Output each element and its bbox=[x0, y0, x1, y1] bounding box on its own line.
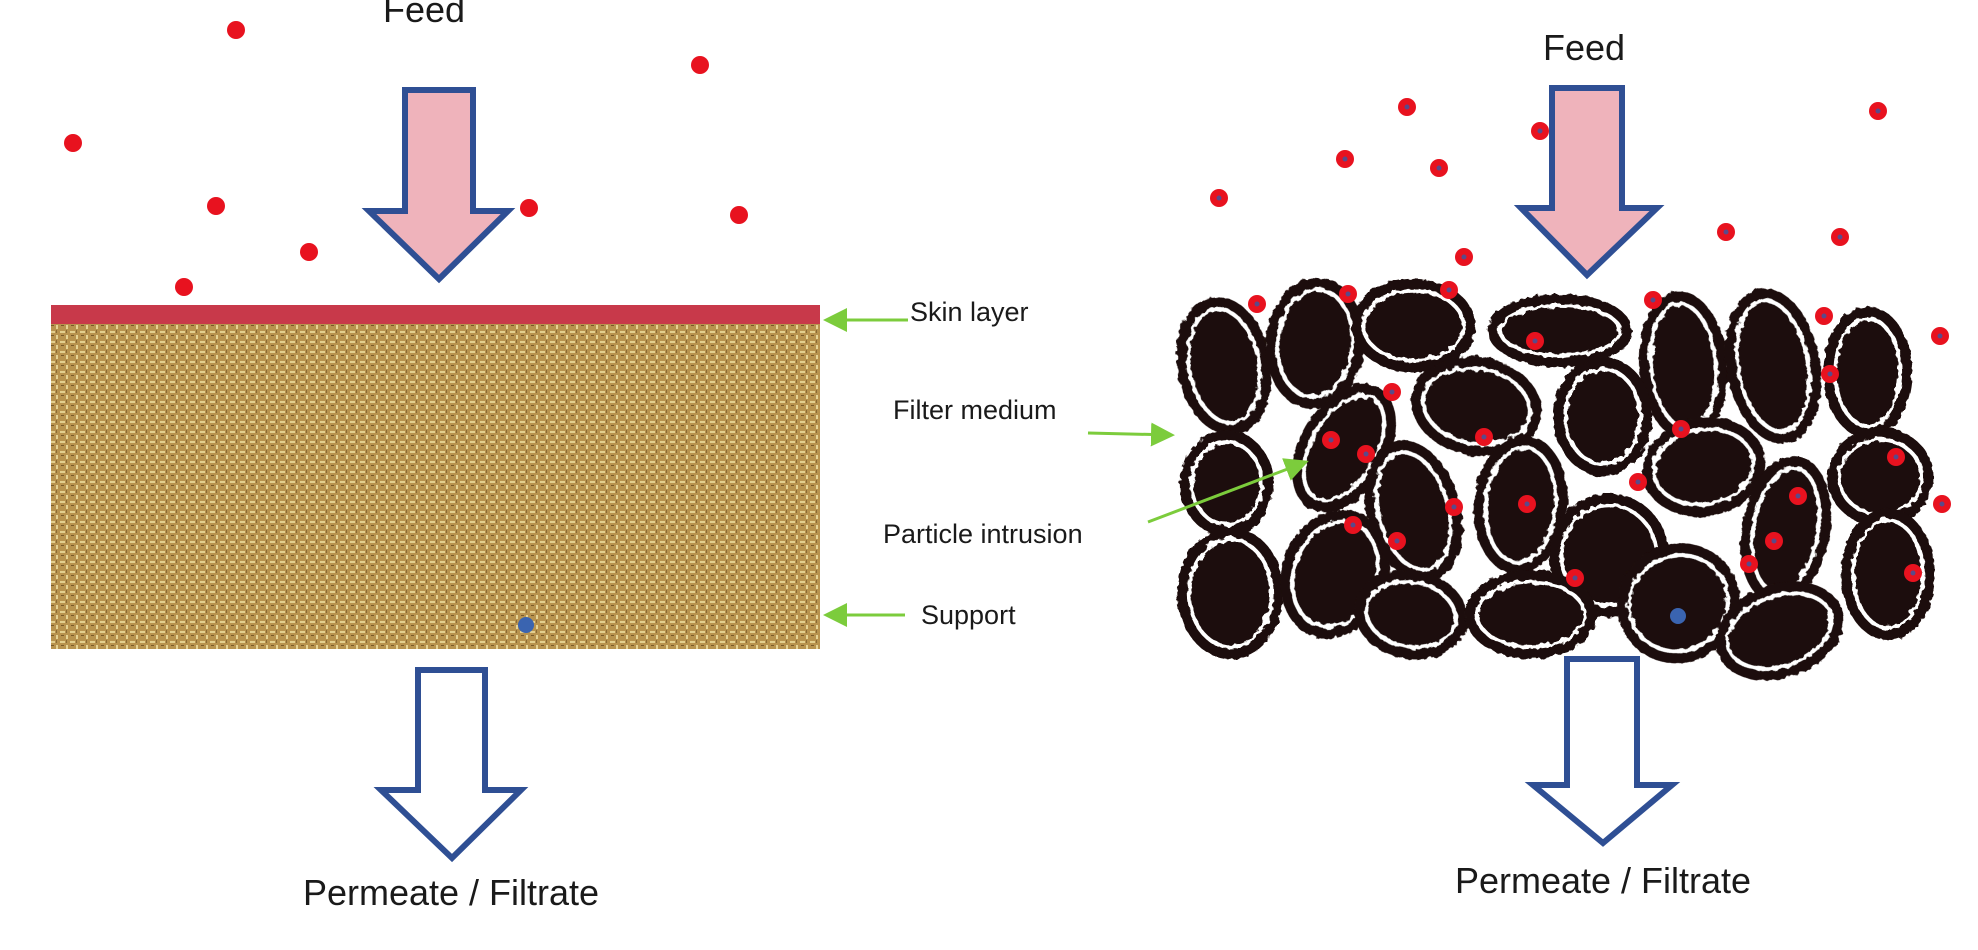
particle-core bbox=[1451, 504, 1457, 510]
particle-core bbox=[1572, 575, 1578, 581]
grain bbox=[1638, 291, 1729, 441]
particle-core bbox=[1350, 522, 1356, 528]
particle-core bbox=[1746, 561, 1752, 567]
particle-core bbox=[1821, 313, 1827, 319]
right-particles bbox=[1210, 98, 1951, 624]
grain bbox=[1354, 569, 1468, 660]
particle-core bbox=[1436, 165, 1442, 171]
particle-core bbox=[1404, 104, 1410, 110]
filter-medium-grains bbox=[1176, 277, 1935, 681]
right-feed-label: Feed bbox=[1543, 27, 1625, 68]
support-label: Support bbox=[921, 600, 1016, 630]
particle-core bbox=[1650, 297, 1656, 303]
right-feed-arrow-icon bbox=[1513, 85, 1665, 280]
left-permeate-label: Permeate / Filtrate bbox=[303, 872, 599, 913]
particle-core bbox=[1481, 434, 1487, 440]
grain bbox=[1823, 306, 1913, 439]
particle-core bbox=[1328, 437, 1334, 443]
particle-core bbox=[1446, 287, 1452, 293]
grain bbox=[1642, 417, 1766, 517]
grain bbox=[1827, 427, 1934, 527]
particle-core bbox=[1532, 338, 1538, 344]
particle bbox=[520, 199, 538, 217]
grain bbox=[1724, 288, 1822, 444]
filter-medium-label: Filter medium bbox=[893, 395, 1057, 425]
particle-core bbox=[1723, 229, 1729, 235]
grain bbox=[1179, 430, 1274, 537]
grain bbox=[1841, 508, 1935, 641]
support-layer bbox=[51, 324, 820, 649]
grain bbox=[1176, 296, 1272, 435]
grain bbox=[1411, 356, 1542, 457]
particle-core bbox=[1461, 254, 1467, 260]
particle-core bbox=[1216, 195, 1222, 201]
skin-layer-label: Skin layer bbox=[910, 297, 1029, 327]
filter-medium-leader-arrow bbox=[1087, 422, 1175, 447]
grain bbox=[1617, 543, 1740, 664]
grain bbox=[1715, 581, 1844, 681]
right-permeate-label: Permeate / Filtrate bbox=[1455, 860, 1751, 901]
grain bbox=[1177, 527, 1284, 659]
particle-core bbox=[1635, 479, 1641, 485]
particle-core bbox=[1345, 291, 1351, 297]
grain bbox=[1553, 356, 1653, 476]
particle-intrusion-leader-arrow bbox=[1147, 458, 1309, 524]
left-panel: Feed Permeate / Filtrate Skin layer Supp… bbox=[51, 0, 1029, 913]
particle-core bbox=[1875, 108, 1881, 114]
particle-core bbox=[1394, 538, 1400, 544]
particle bbox=[730, 206, 748, 224]
particle-core bbox=[1910, 570, 1916, 576]
particle-core bbox=[1678, 426, 1684, 432]
left-permeate-arrow-icon bbox=[373, 667, 529, 863]
skin-layer bbox=[51, 305, 820, 324]
grain bbox=[1265, 277, 1365, 409]
particle-core bbox=[1389, 389, 1395, 395]
left-feed-label: Feed bbox=[383, 0, 465, 30]
small-particle-passing bbox=[518, 617, 534, 633]
particle bbox=[227, 21, 245, 39]
left-feed-particles bbox=[64, 21, 748, 296]
small-particle-passing bbox=[1670, 608, 1686, 624]
particle-core bbox=[1837, 234, 1843, 240]
particle-core bbox=[1342, 156, 1348, 162]
left-feed-arrow-icon bbox=[361, 87, 516, 284]
particle bbox=[175, 278, 193, 296]
particle-core bbox=[1254, 301, 1260, 307]
grain bbox=[1487, 293, 1632, 368]
particle-core bbox=[1827, 371, 1833, 377]
right-permeate-arrow-icon bbox=[1524, 656, 1681, 847]
particle-core bbox=[1795, 493, 1801, 499]
grain bbox=[1465, 570, 1597, 659]
particle-core bbox=[1524, 501, 1530, 507]
grain bbox=[1351, 278, 1476, 373]
particle-core bbox=[1893, 454, 1899, 460]
right-panel: Feed Permeate / Filtrate Filter medium P… bbox=[883, 27, 1951, 901]
particle bbox=[300, 243, 318, 261]
particle-core bbox=[1937, 333, 1943, 339]
particle-core bbox=[1537, 128, 1543, 134]
particle bbox=[207, 197, 225, 215]
particle-core bbox=[1939, 501, 1945, 507]
particle-core bbox=[1363, 451, 1369, 457]
particle bbox=[64, 134, 82, 152]
particle-intrusion-label: Particle intrusion bbox=[883, 519, 1083, 549]
particle bbox=[691, 56, 709, 74]
particle-core bbox=[1771, 538, 1777, 544]
